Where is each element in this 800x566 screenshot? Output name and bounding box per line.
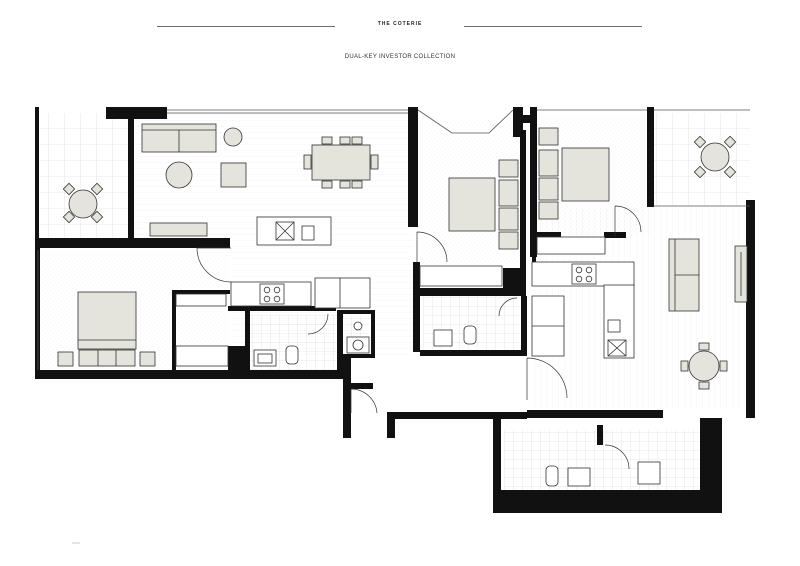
- dining-chair-1: [321, 136, 333, 145]
- collection-subtitle: DUAL-KEY INVESTOR COLLECTION: [344, 54, 456, 60]
- cooktop: [259, 283, 285, 305]
- header-rule-left: [157, 26, 335, 27]
- brand-title: THE COTERIE: [377, 21, 423, 27]
- bedside-left-1: [57, 351, 74, 367]
- wardrobe-right: [536, 236, 606, 255]
- dining-chair-3: [351, 136, 363, 145]
- toilet-left: [285, 345, 299, 365]
- toilet-bottom: [545, 465, 559, 487]
- vanity-bottom: [567, 467, 591, 487]
- studio-cooktop: [571, 263, 597, 285]
- walls: [35, 107, 755, 513]
- furniture: [57, 123, 748, 487]
- dining-chair-4: [321, 180, 333, 189]
- dining-chair-7: [303, 154, 312, 170]
- dining-chair-5: [339, 180, 351, 189]
- studio-table: [688, 350, 720, 382]
- bed-right: [561, 147, 610, 202]
- toilet-mid: [463, 325, 477, 345]
- wardrobe-left-2: [175, 345, 229, 367]
- header-rule-right: [464, 26, 642, 27]
- door-swings: [196, 205, 642, 470]
- dining-table: [311, 144, 371, 181]
- bed-left: [77, 291, 137, 350]
- balcony-table-left: [68, 189, 98, 219]
- tv-unit: [149, 222, 208, 237]
- wardrobe-mid: [419, 265, 503, 287]
- dining-chair-2: [339, 136, 351, 145]
- floor-lamp: [223, 127, 243, 147]
- windows: [37, 109, 750, 370]
- bed-left-end-bench: [78, 349, 136, 367]
- dining-chair-6: [351, 180, 363, 189]
- fridge: [314, 277, 371, 309]
- armchair: [220, 162, 247, 188]
- bed-mid: [448, 177, 496, 232]
- balcony-table-right: [700, 142, 730, 172]
- floor-finishes: [39, 113, 750, 490]
- shower-bottom: [637, 461, 661, 485]
- wardrobe-left: [175, 293, 227, 307]
- washer: [346, 336, 370, 354]
- coffee-table: [165, 161, 193, 189]
- balcony-left-tiles: [39, 113, 131, 238]
- vanity-mid: [433, 329, 453, 347]
- dining-chair-8: [370, 154, 379, 170]
- bedside-left-2: [139, 351, 156, 367]
